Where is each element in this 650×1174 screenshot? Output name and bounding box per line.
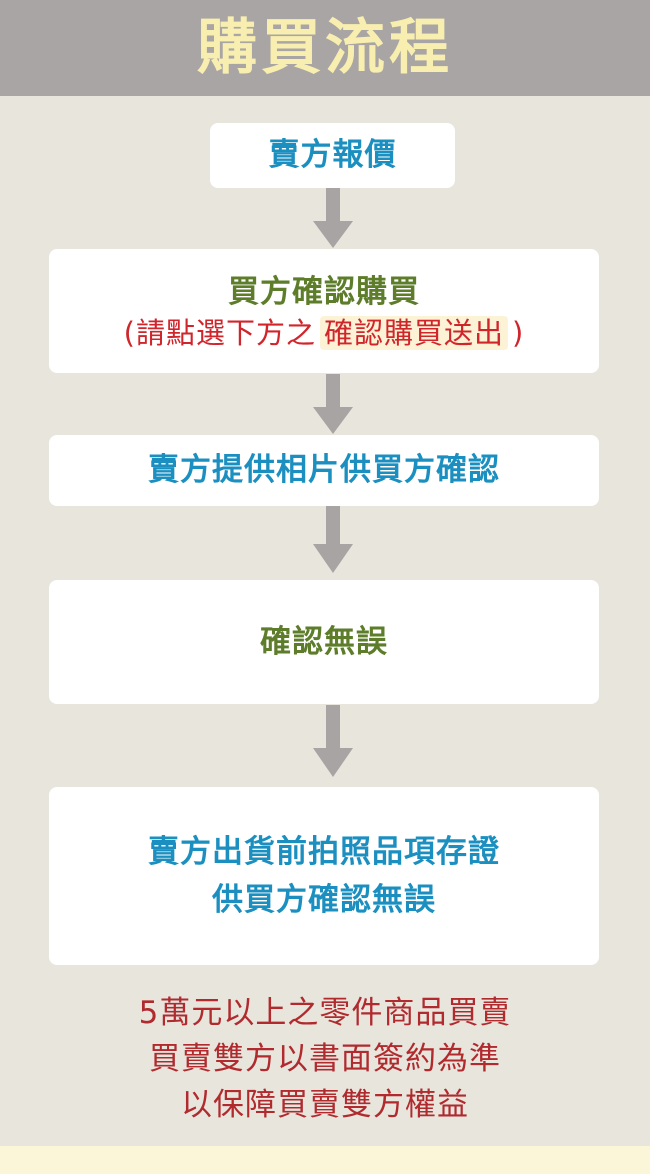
arrow-down-icon xyxy=(313,374,353,435)
step-seller-quote-label: 賣方報價 xyxy=(268,137,397,174)
contract-notice: 5萬元以上之零件商品買賣 買賣雙方以書面簽約為準 以保障買賣雙方權益 xyxy=(0,990,650,1128)
step-shipping-evidence-line1: 賣方出貨前拍照品項存證 xyxy=(148,833,500,870)
page-title: 購買流程 xyxy=(197,13,453,83)
arrow-down-icon xyxy=(313,188,353,249)
step-shipping-evidence: 賣方出貨前拍照品項存證 供買方確認無誤 xyxy=(49,787,599,965)
arrow-down-icon xyxy=(313,705,353,778)
header-bar: 購買流程 xyxy=(0,0,650,96)
step-seller-quote: 賣方報價 xyxy=(210,123,455,188)
step-buyer-confirm: 買方確認購買 (請點選下方之確認購買送出) xyxy=(49,249,599,373)
arrow-down-icon xyxy=(313,506,353,574)
step-buyer-confirm-note: (請點選下方之確認購買送出) xyxy=(124,315,525,353)
step-seller-photos: 賣方提供相片供買方確認 xyxy=(49,435,599,506)
step-confirmed-label: 確認無誤 xyxy=(260,623,388,660)
step-buyer-confirm-title: 買方確認購買 xyxy=(228,273,420,310)
notice-line-1: 5萬元以上之零件商品買賣 xyxy=(138,995,512,1031)
note-suffix: ) xyxy=(512,315,525,350)
step-seller-photos-label: 賣方提供相片供買方確認 xyxy=(148,452,500,489)
notice-line-2: 買賣雙方以書面簽約為準 xyxy=(149,1041,501,1077)
notice-line-3: 以保障買賣雙方權益 xyxy=(181,1087,469,1123)
note-prefix: (請點選下方之 xyxy=(123,315,316,350)
step-confirmed: 確認無誤 xyxy=(49,580,599,704)
footer-band xyxy=(0,1146,650,1174)
confirm-purchase-highlight: 確認購買送出 xyxy=(319,315,508,350)
step-shipping-evidence-line2: 供買方確認無誤 xyxy=(212,882,436,918)
